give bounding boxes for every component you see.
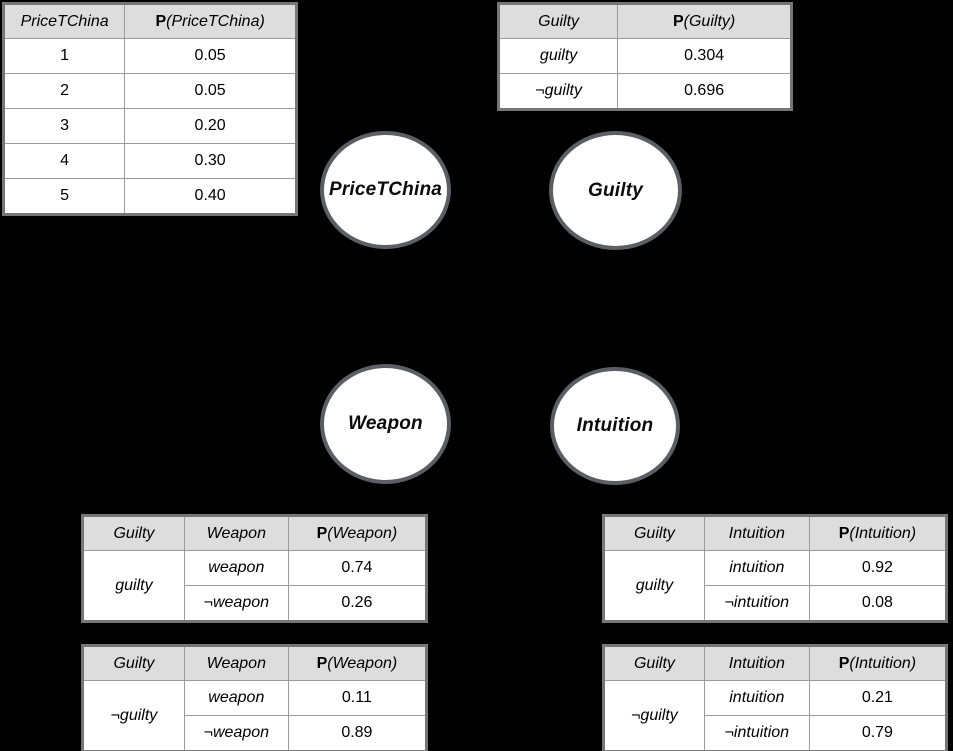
cell-prob: 0.26 — [287, 585, 428, 622]
table-row: ¬intuition 0.79 — [604, 715, 948, 751]
col-header-intuition: Intuition — [703, 515, 810, 551]
cell-state: ¬intuition — [703, 585, 810, 622]
cpt-pricetchina: PriceTChina P(PriceTChina) 1 0.05 2 0.05… — [2, 2, 298, 216]
cpt-intuition-notguilty: Guilty Intuition P(Intuition) ¬guilty in… — [602, 644, 948, 751]
cell-state: weapon — [183, 680, 289, 716]
node-label-intuition: Intuition — [576, 415, 654, 436]
cell-prob: 0.696 — [617, 73, 792, 110]
col-header-guilty: Guilty — [603, 515, 705, 551]
node-intuition[interactable]: Intuition — [550, 367, 680, 485]
cell-state: guilty — [497, 38, 619, 74]
table-row: guilty weapon 0.74 — [82, 550, 428, 622]
table-row: ¬guilty 0.696 — [497, 73, 792, 110]
col-header-guilty: Guilty — [603, 645, 705, 681]
cell-parent-state: guilty — [82, 550, 185, 622]
node-label-weapon: Weapon — [348, 413, 423, 434]
node-weapon[interactable]: Weapon — [320, 364, 451, 484]
cell-state: ¬guilty — [497, 73, 619, 110]
cell-state: 1 — [2, 38, 126, 74]
table-row: 2 0.05 — [2, 73, 297, 109]
node-guilty[interactable]: Guilty — [549, 131, 682, 250]
table-header-row: Guilty Weapon P(Weapon) — [82, 515, 428, 551]
table-header-row: PriceTChina P(PriceTChina) — [2, 3, 297, 39]
cell-parent-state: guilty — [603, 550, 705, 622]
cell-state: 5 — [2, 178, 126, 215]
col-header-guilty: Guilty — [82, 645, 185, 681]
table-row: 1 0.05 — [2, 38, 297, 74]
cell-state: weapon — [183, 550, 289, 586]
cell-state: 3 — [2, 108, 126, 144]
p-arg: (Weapon) — [327, 525, 398, 542]
cpt-intuition-guilty: Guilty Intuition P(Intuition) guilty int… — [602, 514, 948, 623]
cell-prob: 0.74 — [287, 550, 428, 586]
table-row: ¬weapon 0.89 — [83, 715, 428, 751]
col-header-weapon: Weapon — [183, 515, 289, 551]
cpt-guilty: Guilty P(Guilty) guilty 0.304 ¬guilty 0.… — [497, 2, 793, 111]
cell-parent-state: ¬guilty — [82, 680, 185, 751]
col-header-p-pricetchina: P(PriceTChina) — [124, 3, 297, 39]
p-symbol: P — [316, 525, 328, 542]
cell-prob: 0.05 — [124, 73, 297, 109]
col-header-p-weapon: P(Weapon) — [287, 515, 428, 551]
p-arg: (PriceTChina) — [166, 13, 265, 30]
p-symbol: P — [838, 525, 850, 542]
col-header-p-intuition: P(Intuition) — [808, 645, 948, 681]
cell-state: intuition — [703, 680, 810, 716]
cell-prob: 0.40 — [124, 178, 297, 215]
col-header-weapon: Weapon — [183, 645, 289, 681]
table-row: 3 0.20 — [2, 108, 297, 144]
table-header-row: Guilty Intuition P(Intuition) — [603, 645, 948, 681]
p-arg: (Weapon) — [327, 655, 398, 672]
table-header-row: Guilty P(Guilty) — [497, 3, 792, 39]
col-header-p-intuition: P(Intuition) — [808, 515, 948, 551]
table-row: ¬guilty intuition 0.21 — [603, 680, 948, 751]
col-header-pricetchina: PriceTChina — [2, 3, 126, 39]
cell-prob: 0.30 — [124, 143, 297, 179]
cell-prob: 0.92 — [808, 550, 948, 586]
table-header-row: Guilty Intuition P(Intuition) — [603, 515, 948, 551]
cell-prob: 0.304 — [617, 38, 792, 74]
cell-state: ¬weapon — [183, 585, 289, 622]
p-arg: (Intuition) — [849, 655, 917, 672]
p-symbol: P — [316, 655, 328, 672]
cell-prob: 0.21 — [808, 680, 948, 716]
table-row: guilty 0.304 — [497, 38, 792, 74]
node-pricetchina[interactable]: PriceTChina — [320, 131, 451, 249]
col-header-guilty: Guilty — [497, 3, 619, 39]
table-header-row: Guilty Weapon P(Weapon) — [82, 645, 428, 681]
col-header-p-weapon: P(Weapon) — [287, 645, 428, 681]
cell-prob: 0.11 — [287, 680, 428, 716]
table-row: ¬intuition 0.08 — [604, 585, 948, 622]
cell-state: ¬weapon — [183, 715, 289, 751]
table-row: ¬guilty weapon 0.11 — [82, 680, 428, 751]
cell-state: intuition — [703, 550, 810, 586]
p-symbol: P — [672, 13, 684, 30]
cell-parent-state: ¬guilty — [603, 680, 705, 751]
table-row: 5 0.40 — [2, 178, 297, 215]
cell-prob: 0.89 — [287, 715, 428, 751]
col-header-p-guilty: P(Guilty) — [617, 3, 792, 39]
cell-prob: 0.05 — [124, 38, 297, 74]
table-row: guilty intuition 0.92 — [603, 550, 948, 622]
node-label-guilty: Guilty — [587, 179, 644, 201]
cell-state: 2 — [2, 73, 126, 109]
cell-state: 4 — [2, 143, 126, 179]
cell-prob: 0.79 — [808, 715, 948, 751]
table-row: ¬weapon 0.26 — [83, 585, 428, 622]
node-label-pricetchina: PriceTChina — [328, 179, 443, 200]
cell-prob: 0.08 — [808, 585, 948, 622]
p-arg: (Intuition) — [849, 525, 917, 542]
cell-state: ¬intuition — [703, 715, 810, 751]
col-header-intuition: Intuition — [703, 645, 810, 681]
table-row: 4 0.30 — [2, 143, 297, 179]
p-symbol: P — [838, 655, 850, 672]
cpt-weapon-guilty: Guilty Weapon P(Weapon) guilty weapon 0.… — [81, 514, 428, 623]
p-arg: (Guilty) — [683, 13, 736, 30]
cpt-weapon-notguilty: Guilty Weapon P(Weapon) ¬guilty weapon 0… — [81, 644, 428, 751]
col-header-guilty: Guilty — [82, 515, 185, 551]
p-symbol: P — [155, 13, 167, 30]
cell-prob: 0.20 — [124, 108, 297, 144]
